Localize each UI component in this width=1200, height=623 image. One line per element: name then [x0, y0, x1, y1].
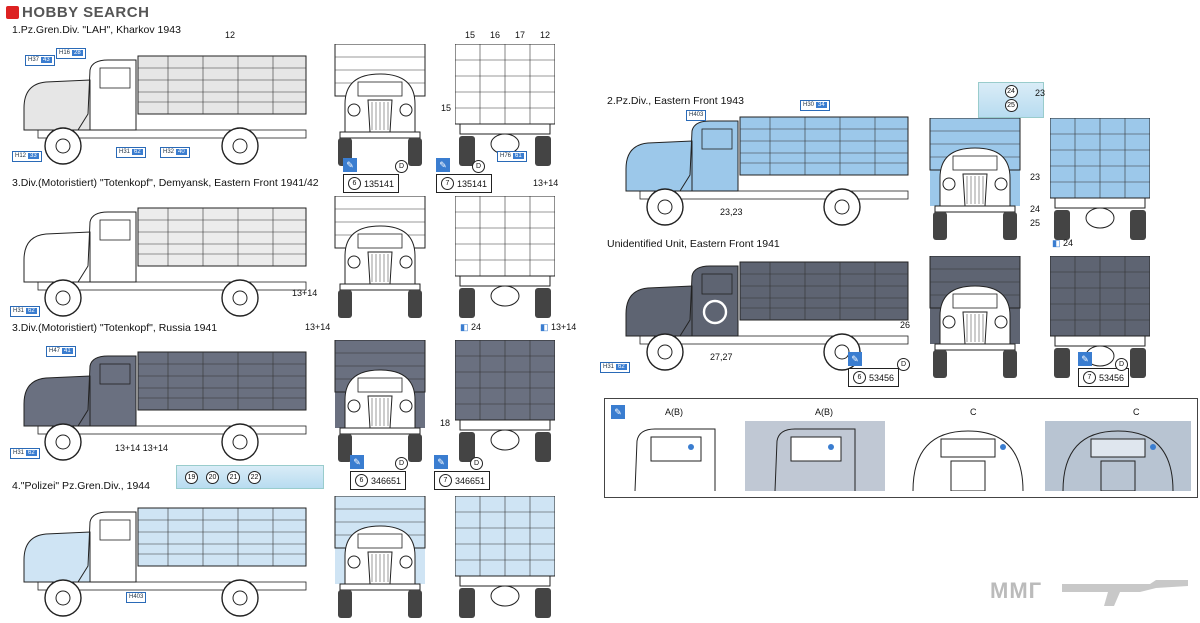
- detail-cab-front-1: [893, 421, 1043, 491]
- rear-view-truck-2: [455, 196, 555, 318]
- paint-brush-icon: ✎: [343, 158, 357, 172]
- callout-27-27: 27,27: [710, 352, 733, 362]
- callout-17: 17: [515, 30, 526, 40]
- front-view-truck-2: [334, 196, 426, 318]
- detail-label-a1: A(B): [665, 407, 683, 417]
- watermark-text: ММГ: [990, 578, 1043, 603]
- plate-decal-1: ✎ 6 135141: [343, 158, 400, 193]
- callout-24-r6: ◧ 24: [1052, 238, 1074, 248]
- front-view-truck-4: [334, 496, 426, 618]
- side-view-truck-5: [625, 116, 909, 226]
- decal-icon: ◧: [540, 322, 549, 332]
- scheme-title-3: 3.Div.(Motoristiert) "Totenkopf", Russia…: [12, 322, 218, 334]
- plate-letter-5: D: [897, 358, 910, 371]
- brand-mark-icon: [6, 5, 19, 19]
- detail-cab-front-2: [1045, 421, 1191, 491]
- decal-icon: ◧: [1052, 238, 1061, 248]
- plate-decal-4: ✎ 7 346651: [434, 455, 491, 490]
- detail-label-a2: A(B): [815, 407, 833, 417]
- callout-23-r5: 23: [1035, 88, 1046, 98]
- paint-brush-icon: ✎: [434, 455, 448, 469]
- plate-letter-2: D: [472, 160, 485, 173]
- callout-18: 18: [440, 418, 451, 428]
- front-view-truck-5: [929, 118, 1021, 240]
- decal-sheet-24-25: 24 25: [978, 82, 1044, 118]
- callout-26: 26: [900, 320, 911, 330]
- callout-23-23: 23,23: [720, 207, 743, 217]
- side-view-truck-6: [625, 261, 909, 371]
- rear-view-truck-3: [455, 340, 555, 462]
- plate-letter-3: D: [395, 457, 408, 470]
- scheme-title-1: 1.Pz.Gren.Div. "LAH", Kharkov 1943: [12, 24, 181, 36]
- paint-brush-icon: ✎: [1078, 352, 1092, 366]
- plate-letter-1: D: [395, 160, 408, 173]
- front-view-truck-6: [929, 256, 1021, 378]
- callout-16: 16: [490, 30, 501, 40]
- scheme-title-5: 2.Pz.Div., Eastern Front 1943: [607, 95, 744, 107]
- rear-view-truck-5: [1050, 118, 1150, 240]
- scheme-title-2: 3.Div.(Motoristiert) "Totenkopf", Demyan…: [12, 177, 319, 189]
- paint-brush-icon: ✎: [611, 405, 625, 419]
- callout-24-front-r5: 24: [1030, 204, 1041, 214]
- callout-25-front-r5: 25: [1030, 218, 1041, 228]
- scheme-title-6: Unidentified Unit, Eastern Front 1941: [607, 238, 780, 250]
- callout-13-14-r2: 13+14: [292, 288, 318, 298]
- plate-decal-6: ✎ 7 53456: [1078, 352, 1130, 387]
- part-label-h403-r5: H403: [686, 110, 707, 121]
- front-view-truck-3: [334, 340, 426, 462]
- side-view-truck-3: [23, 351, 307, 461]
- detail-label-c1: C: [970, 407, 977, 417]
- detail-label-c2: C: [1133, 407, 1140, 417]
- callout-12-rear: 12: [540, 30, 551, 40]
- paint-brush-icon: ✎: [350, 455, 364, 469]
- callout-13-14-front-r3: 13+14: [305, 322, 331, 332]
- plate-decal-3: ✎ 6 346651: [350, 455, 407, 490]
- paint-brush-icon: ✎: [848, 352, 862, 366]
- callout-13-14-rear-r3: ◧ 13+14: [540, 322, 577, 332]
- decal-strip-19-22: 19 20 21 22: [176, 465, 324, 489]
- detail-cab-side-2: [745, 421, 885, 491]
- scheme-title-4: 4."Polizei" Pz.Gren.Div., 1944: [12, 480, 150, 492]
- detail-cab-side-1: [615, 421, 745, 491]
- rifle-watermark-icon: [1062, 580, 1188, 606]
- callout-15: 15: [441, 103, 452, 113]
- rear-view-truck-4: [455, 496, 555, 618]
- plate-letter-6: D: [1115, 358, 1128, 371]
- rear-view-truck-1: [455, 44, 555, 166]
- side-view-truck-4: [23, 507, 307, 617]
- callout-13-14-top: 13+14: [533, 178, 559, 188]
- decal-icon: ◧: [460, 322, 469, 332]
- side-view-truck-1: [18, 44, 318, 166]
- callout-13-14-r3: 13+14 13+14: [115, 443, 169, 453]
- part-label-h403: H403: [126, 592, 147, 603]
- rear-view-truck-6: [1050, 256, 1150, 378]
- brand-logo: HOBBY SEARCH: [6, 3, 149, 21]
- plate-decal-5: ✎ 6 53456: [848, 352, 900, 387]
- side-view-truck-2: [23, 207, 307, 317]
- callout-23-front-r5: 23: [1030, 172, 1041, 182]
- brand-name: HOBBY SEARCH: [22, 3, 150, 21]
- plate-letter-4: D: [470, 457, 483, 470]
- callout-12: 12: [225, 30, 236, 40]
- callout-24-r3: ◧ 24: [460, 322, 482, 332]
- callout-15-rear: 15: [465, 30, 476, 40]
- detail-panels: ✎ A(B) A(B) C C: [604, 398, 1198, 498]
- front-view-truck-1: [334, 44, 426, 166]
- plate-decal-2: ✎ 7 135141: [436, 158, 493, 193]
- paint-brush-icon: ✎: [436, 158, 450, 172]
